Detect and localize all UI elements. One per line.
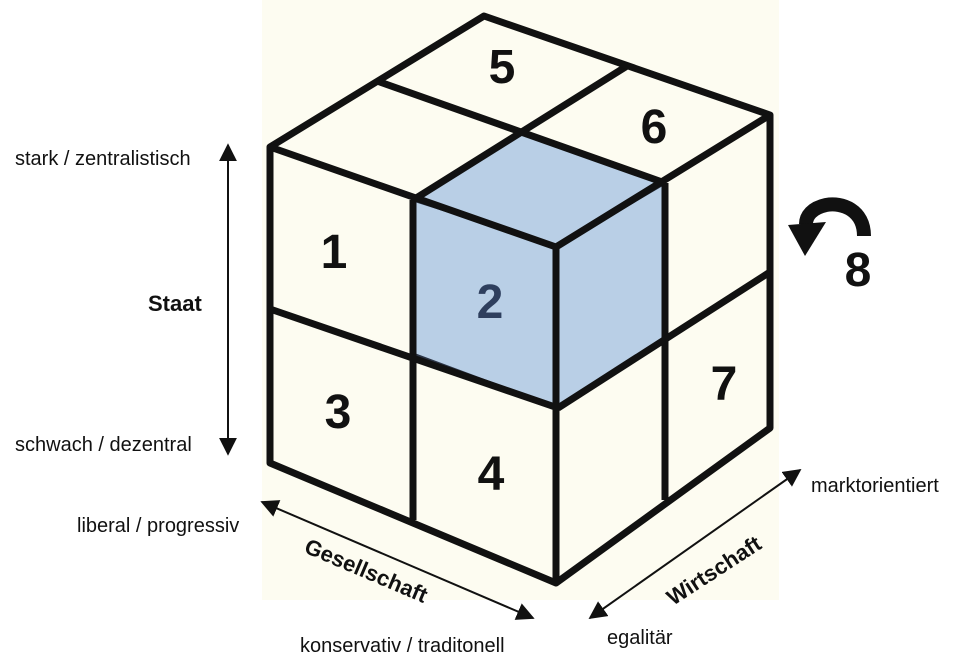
cell-label-2: 2	[477, 276, 504, 329]
staat-top-label: stark / zentralistisch	[15, 148, 191, 170]
cube-grid	[266, 12, 774, 587]
cell-label-5: 5	[489, 41, 516, 94]
cell-label-3: 3	[325, 386, 352, 439]
wirtschaft-bottom-label: egalitär	[607, 627, 673, 649]
staat-bottom-label: schwach / dezentral	[15, 434, 192, 456]
rotation-arrow-icon	[788, 197, 871, 256]
staat-title: Staat	[148, 291, 202, 316]
gesellschaft-bottom-label: konservativ / traditonell	[300, 635, 505, 657]
wirtschaft-axis-arrow	[588, 468, 802, 620]
cell-label-7: 7	[711, 358, 738, 411]
gesellschaft-top-label: liberal / progressiv	[77, 515, 239, 537]
cell-label-6: 6	[641, 101, 668, 154]
rotation-label: 8	[845, 244, 872, 297]
wirtschaft-top-label: marktorientiert	[811, 475, 939, 497]
cell-label-1: 1	[321, 226, 348, 279]
cell-label-4: 4	[478, 448, 505, 501]
gesellschaft-axis-arrow	[260, 500, 535, 620]
